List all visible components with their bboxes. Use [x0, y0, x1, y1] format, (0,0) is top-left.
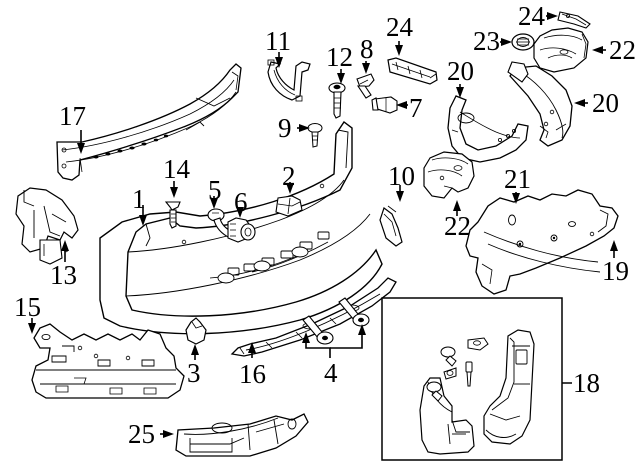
callout-13: 13 — [50, 260, 77, 290]
callout-17: 17 — [59, 101, 86, 131]
part-corner-shield-lower-22 — [423, 151, 475, 199]
callout-22b: 22 — [609, 35, 636, 65]
callout-arrows — [28, 12, 618, 438]
part-trim-strip-24 — [387, 57, 438, 85]
callout-10: 10 — [388, 161, 415, 191]
part-strap-11 — [267, 59, 311, 102]
callout-20: 20 — [447, 56, 474, 86]
part-impact-bar-reinforcement — [56, 63, 242, 181]
part-bracket-clip-2 — [275, 195, 303, 217]
callout-11: 11 — [265, 26, 291, 56]
part-corner-shield-upper-22b — [533, 27, 589, 73]
callout-23: 23 — [473, 26, 500, 56]
callout-16: 16 — [239, 359, 266, 389]
callout-8: 8 — [360, 34, 374, 64]
callout-1: 1 — [132, 184, 146, 214]
inset-mud-flap-kit-box — [381, 297, 572, 461]
part-rear-bumper-cover — [99, 120, 383, 335]
callout-4: 4 — [324, 358, 338, 388]
part-bolt-12 — [328, 82, 346, 119]
part-bolt-14 — [164, 201, 181, 229]
screw-right — [338, 297, 370, 327]
part-push-pin-5 — [207, 208, 235, 239]
part-lower-valance-panel-15 — [31, 323, 185, 399]
part-underbody-shield-19 — [465, 189, 619, 295]
callout-14: 14 — [163, 154, 190, 184]
callout-15: 15 — [14, 292, 41, 322]
box-hardware — [426, 337, 489, 402]
screw-left — [302, 315, 334, 345]
callout-24: 24 — [386, 12, 413, 42]
part-push-rivet-7 — [371, 96, 398, 114]
part-lower-skid-trim-25 — [175, 413, 309, 457]
part-left-side-bracket — [15, 187, 79, 265]
part-washer-grommet-23 — [511, 33, 535, 51]
callout-20b: 20 — [592, 88, 619, 118]
callout-2: 2 — [282, 161, 296, 191]
part-wheelhouse-liner-left-20 — [447, 95, 529, 163]
callout-21: 21 — [504, 164, 531, 194]
callout-3: 3 — [187, 358, 201, 388]
callout-6: 6 — [234, 187, 248, 217]
callout-12: 12 — [326, 42, 353, 72]
callout-5: 5 — [208, 175, 222, 205]
part-side-bracket-10 — [379, 205, 403, 247]
callout-7: 7 — [409, 93, 423, 123]
callout-18: 18 — [573, 368, 600, 398]
part-screw-pair-4 — [302, 297, 370, 345]
part-wheelhouse-liner-right-20b — [507, 61, 573, 147]
part-screw-9 — [307, 123, 323, 148]
part-clip-fastener-24b — [557, 11, 591, 29]
part-sensor-retainer-6 — [227, 217, 256, 243]
callout-25: 25 — [128, 419, 155, 449]
callout-9: 9 — [278, 113, 292, 143]
callout-19: 19 — [602, 256, 629, 286]
part-screw-8 — [356, 73, 375, 99]
callout-24b: 24 — [518, 1, 545, 31]
callout-22: 22 — [444, 211, 471, 241]
part-retainer-nut-3 — [185, 317, 207, 345]
